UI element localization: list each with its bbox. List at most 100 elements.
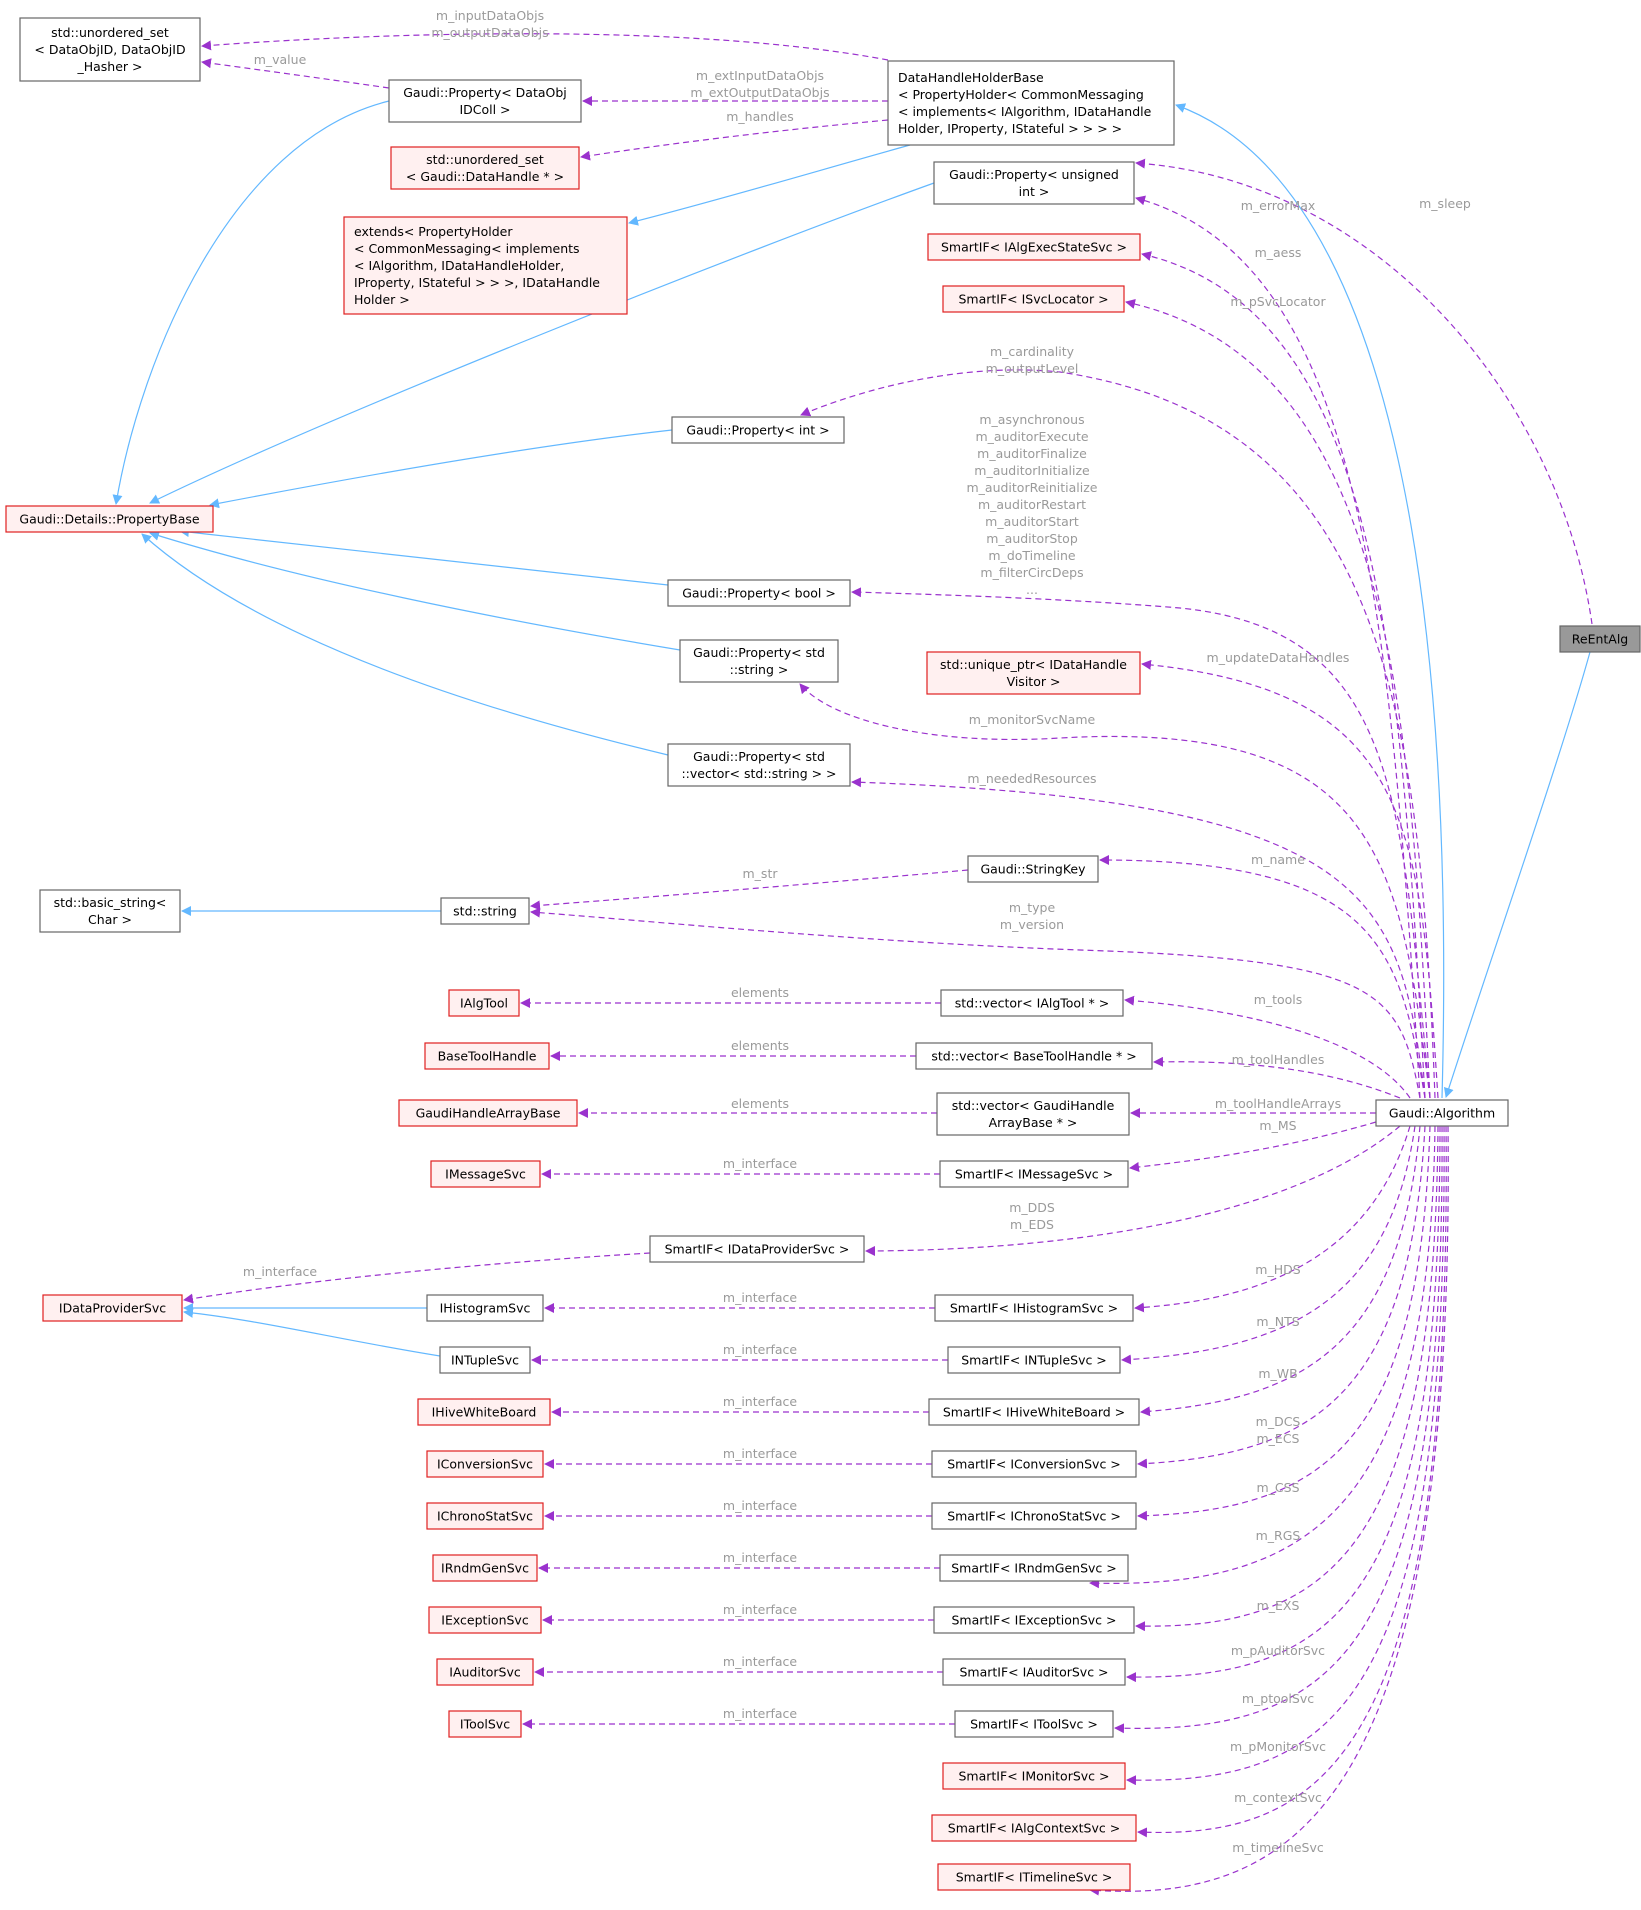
edge-line [1137,1125,1431,1521]
node-smartif-chronostatsvc[interactable]: SmartIF< IChronoStatSvc > [931,1502,1137,1530]
node-stringkey[interactable]: Gaudi::StringKey [967,855,1099,883]
node-box [448,989,520,1017]
node-label-line: IChronoStatSvc [437,1509,533,1524]
node-ialgtool[interactable]: IAlgTool [448,989,520,1017]
node-label-line: Gaudi::Property< unsigned [949,167,1119,182]
node-smartif-algexec[interactable]: SmartIF< IAlgExecStateSvc > [927,233,1141,261]
node-basic-string[interactable]: std::basic_string<Char > [39,889,181,933]
node-itoolsvc[interactable]: IToolSvc [448,1710,522,1738]
node-label: IAlgTool [460,996,508,1011]
node-label-line: SmartIF< IMessageSvc > [955,1167,1113,1182]
node-label: SmartIF< IHiveWhiteBoard > [943,1405,1125,1420]
node-prop-int[interactable]: Gaudi::Property< int > [671,416,845,444]
node-vec-basetoolhandle[interactable]: std::vector< BaseToolHandle * > [915,1042,1153,1070]
edge-label: m_interface [723,1156,797,1171]
u-alg-hds-edge [1134,1125,1411,1313]
node-smartif-monitorsvc[interactable]: SmartIF< IMonitorSvc > [942,1762,1126,1790]
edge-label-line: elements [731,985,789,1000]
edge-label: m_interface [723,1290,797,1305]
node-label: BaseToolHandle [438,1049,537,1064]
node-ihistogramsvc[interactable]: IHistogramSvc [426,1294,544,1322]
edge-label-line: m_WB [1258,1366,1297,1381]
edge-label-line: m_monitorSvcName [969,712,1096,727]
node-gaudihandlearraybase[interactable]: GaudiHandleArrayBase [398,1099,578,1127]
node-algorithm[interactable]: Gaudi::Algorithm [1375,1099,1509,1127]
node-label: IExceptionSvc [441,1613,529,1628]
node-iauditorsvc[interactable]: IAuditorSvc [436,1658,534,1686]
node-basetoolhandle[interactable]: BaseToolHandle [424,1042,550,1070]
node-box [927,233,1141,261]
node-prop-bool[interactable]: Gaudi::Property< bool > [667,579,851,607]
node-dataobjid-set[interactable]: std::unordered_set< DataObjID, DataObjID… [19,17,201,82]
edge-label-line: m_auditorFinalize [977,446,1087,461]
e-pbase-coll-edge [112,100,390,505]
node-smartif-svclocator[interactable]: SmartIF< ISvcLocator > [942,285,1125,313]
node-extends-ph[interactable]: extends< PropertyHolder< CommonMessaging… [343,216,628,315]
node-datahandleholderbase[interactable]: DataHandleHolderBase< PropertyHolder< Co… [887,60,1175,146]
edge-label-line: m_auditorStart [985,514,1079,529]
node-box [436,1658,534,1686]
node-label-line: SmartIF< IAlgExecStateSvc > [941,240,1127,255]
edge-label-line: m_filterCircDeps [980,565,1083,580]
node-smartif-algcontextsvc[interactable]: SmartIF< IAlgContextSvc > [931,1814,1137,1842]
node-box [19,17,201,82]
edge-label: m_pAuditorSvc [1231,1643,1325,1658]
edge-label: m_timelineSvc [1232,1840,1324,1855]
node-smartif-timelinesvc[interactable]: SmartIF< ITimelineSvc > [937,1863,1131,1891]
edge-label-line: m_pMonitorSvc [1230,1739,1326,1754]
node-label-line: < CommonMessaging< implements [354,241,580,256]
edge-label-line: m_ptoolSvc [1242,1691,1314,1706]
edge-label: m_EXS [1257,1598,1300,1613]
node-label-line: Gaudi::Property< DataObj [403,85,567,100]
node-smartif-hivewhiteboard[interactable]: SmartIF< IHiveWhiteBoard > [928,1398,1140,1426]
node-label-line: std::unordered_set [426,152,544,167]
node-smartif-rndmgensvc[interactable]: SmartIF< IRndmGenSvc > [939,1554,1129,1582]
node-smartif-dataprovidersvc[interactable]: SmartIF< IDataProviderSvc > [649,1235,865,1263]
edge-line [580,119,889,161]
node-irndmgensvc[interactable]: IRndmGenSvc [432,1554,538,1582]
node-smartif-messagesvc[interactable]: SmartIF< IMessageSvc > [939,1160,1129,1188]
u-coll-set-edge [201,58,390,89]
node-smartif-toolsvc[interactable]: SmartIF< IToolSvc > [954,1710,1114,1738]
node-datahandle-set[interactable]: std::unordered_set< Gaudi::DataHandle * … [390,146,580,190]
edge-label-line: m_DDS [1009,1200,1055,1215]
node-idataprovidersvc[interactable]: IDataProviderSvc [42,1294,183,1322]
e-alg-reent-edge [1443,651,1591,1098]
node-imessagesvc[interactable]: IMessageSvc [430,1160,541,1188]
node-smartif-auditorsvc[interactable]: SmartIF< IAuditorSvc > [942,1658,1126,1686]
node-label: IHiveWhiteBoard [432,1405,537,1420]
node-smartif-exceptionsvc[interactable]: SmartIF< IExceptionSvc > [933,1606,1135,1634]
node-smartif-histogramsvc[interactable]: SmartIF< IHistogramSvc > [934,1294,1134,1322]
node-ichronostatsvc[interactable]: IChronoStatSvc [426,1502,544,1530]
u-alg-type-edge [530,907,1421,1099]
node-ihivewhiteboard[interactable]: IHiveWhiteBoard [417,1398,551,1426]
node-std-string[interactable]: std::string [440,897,530,925]
node-smartif-conversionsvc[interactable]: SmartIF< IConversionSvc > [931,1450,1137,1478]
u-alg-exs-edge [1135,1125,1439,1632]
node-label-line: Gaudi::Algorithm [1389,1106,1495,1121]
node-prop-vecstring[interactable]: Gaudi::Property< std::vector< std::strin… [667,743,851,787]
node-label: SmartIF< IChronoStatSvc > [947,1509,1121,1524]
edge-label-line: m_RGS [1256,1528,1301,1543]
edge-label: m_WB [1258,1366,1297,1381]
edge-label: m_interface [723,1446,797,1461]
node-iconversionsvc[interactable]: IConversionSvc [426,1450,544,1478]
node-intuplesvc[interactable]: INTupleSvc [439,1346,531,1374]
edge-label-line: m_interface [723,1654,797,1669]
node-label-line: < PropertyHolder< CommonMessaging [898,87,1144,102]
node-prop-string[interactable]: Gaudi::Property< std::string > [679,639,839,683]
node-propertybase[interactable]: Gaudi::Details::PropertyBase [5,505,214,533]
edge-label-line: m_errorMax [1241,198,1316,213]
node-iexceptionsvc[interactable]: IExceptionSvc [428,1606,542,1634]
node-smartif-ntuplesvc[interactable]: SmartIF< INTupleSvc > [947,1346,1121,1374]
node-reentalg[interactable]: ReEntAlg [1559,625,1641,653]
node-vec-ialgtool[interactable]: std::vector< IAlgTool * > [940,989,1124,1017]
edge-label: m_value [254,52,307,67]
